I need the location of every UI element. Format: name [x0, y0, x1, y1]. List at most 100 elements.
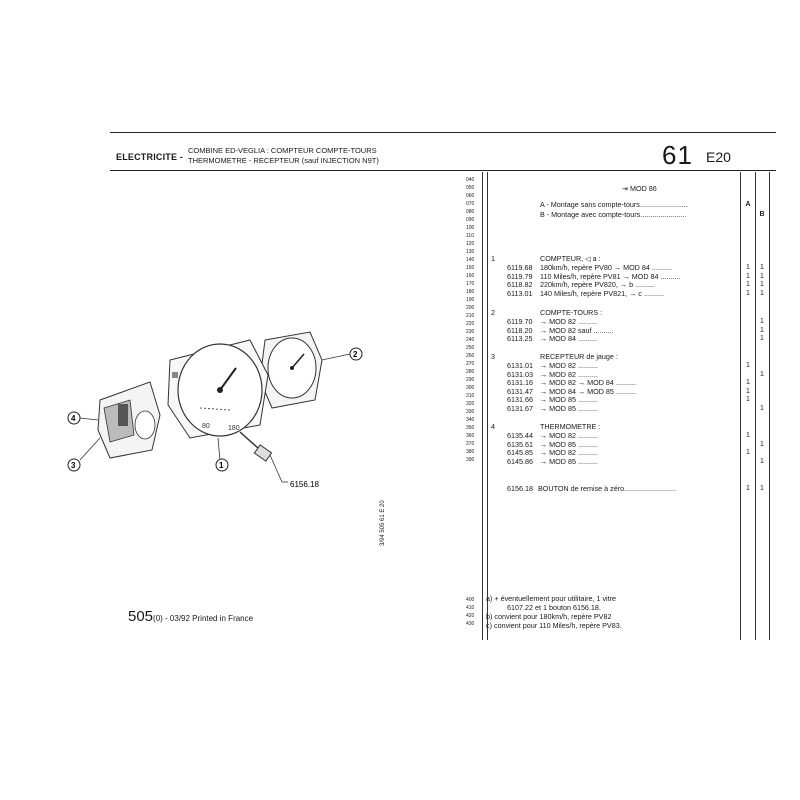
group-title: RECEPTEUR de jauge : — [540, 352, 618, 361]
compteur-body: 80 180 — [167, 339, 269, 439]
part-description: → MOD 85 .......... — [540, 456, 598, 466]
part-number: 6113.01 — [507, 288, 533, 298]
option-a-col: A — [745, 201, 751, 208]
vertical-code: 3/94 505 61 E 20 — [380, 500, 386, 546]
line-number: 220 — [466, 321, 475, 327]
recepteur-body — [97, 381, 161, 459]
line-number: 360 — [466, 433, 475, 439]
leader-1 — [217, 437, 221, 461]
bouton-qty-b: 1 — [760, 485, 764, 492]
qty-b: 1 — [760, 404, 764, 412]
callout-2-label: 2 — [353, 350, 358, 359]
part-description: → MOD 85 .......... — [540, 395, 598, 404]
qty-b: 1 — [760, 289, 764, 297]
part-description: → MOD 82 .......... — [540, 317, 598, 326]
option-a: A - Montage sans compte-tours...........… — [540, 200, 688, 209]
line-number: 120 — [466, 241, 475, 247]
part-description: → MOD 82 .......... — [540, 369, 598, 379]
group-title: THERMOMETRE : — [540, 422, 601, 431]
part-number: 6131.66 — [507, 395, 533, 404]
part-description: 140 Miles/h, repère PV821, → c .........… — [540, 288, 664, 298]
qty-b: 1 — [760, 370, 764, 378]
footer-model: 505 — [128, 608, 154, 625]
line-number: 050 — [466, 185, 475, 191]
top-rule — [110, 132, 776, 133]
col-rule-num-2 — [487, 172, 488, 640]
part-number: 6113.25 — [507, 334, 533, 343]
line-number: 390 — [466, 457, 475, 463]
svg-text:80: 80 — [202, 423, 210, 430]
qty-b: 1 — [760, 440, 764, 448]
page-number: 61 — [662, 140, 693, 170]
qty-a: 1 — [746, 379, 750, 386]
part-description: → MOD 82 .......... — [540, 448, 598, 457]
line-number: 260 — [466, 353, 475, 359]
part-number: 6119.70 — [507, 317, 533, 326]
qty-a: 1 — [746, 289, 750, 297]
line-number: 270 — [466, 361, 475, 367]
note-b: b) convient pour 180km/h, repère PV82 — [486, 612, 612, 621]
line-number: 380 — [466, 449, 475, 455]
callout-3 — [67, 458, 81, 472]
line-number: 070 — [466, 201, 475, 207]
note-c: c) convient pour 110 Miles/h, repère PV8… — [486, 621, 622, 630]
line-number: 290 — [466, 377, 475, 383]
bouton-desc: BOUTON de remise à zéro.................… — [538, 484, 677, 493]
callout-4-label: 4 — [71, 414, 76, 423]
line-number: 350 — [466, 425, 475, 431]
line-number: 130 — [466, 249, 475, 255]
line-number: 210 — [466, 313, 475, 319]
title-line-1: COMBINE ED-VEGLIA : COMPTEUR COMPTE-TOUR… — [188, 146, 377, 155]
line-number: 340 — [466, 417, 475, 423]
group-ref: 1 — [491, 254, 495, 263]
part-description: → MOD 82 .......... — [540, 361, 598, 370]
section-label: ELECTRICITE - — [116, 152, 184, 162]
callout-1-label: 1 — [219, 461, 224, 470]
part-number: 6131.01 — [507, 361, 533, 370]
line-number: 170 — [466, 281, 475, 287]
part-number: 6145.86 — [507, 456, 533, 466]
line-number: 280 — [466, 369, 475, 375]
callout-1 — [215, 458, 229, 472]
header-rule — [110, 170, 776, 171]
line-number: 180 — [466, 289, 475, 295]
part-number: 6131.03 — [507, 369, 533, 379]
qty-b: 1 — [760, 335, 764, 342]
line-number: 080 — [466, 209, 475, 215]
part-description: → MOD 84 → MOD 85 .......... — [540, 386, 636, 396]
part-number: 6119.68 — [507, 263, 533, 272]
qty-b: 1 — [760, 264, 764, 271]
part-number: 6131.16 — [507, 378, 533, 387]
note-a-cont: 6107.22 et 1 bouton 6156.18. — [507, 603, 601, 612]
line-number: 370 — [466, 441, 475, 447]
part-description: → MOD 82 .......... — [540, 431, 598, 440]
leader-2 — [321, 353, 351, 361]
group-title: COMPTE-TOURS : — [540, 308, 603, 317]
qty-b: 1 — [760, 272, 764, 280]
qty-a: 1 — [746, 362, 750, 369]
part-description: 110 Miles/h, repère PV81 → MOD 84 ......… — [540, 271, 681, 281]
qty-a: 1 — [746, 387, 750, 395]
line-number: 160 — [466, 273, 475, 279]
line-number: 320 — [466, 401, 475, 407]
part-description: → MOD 85 .......... — [540, 403, 598, 413]
line-number: 200 — [466, 305, 475, 311]
compte-tours-body — [259, 331, 323, 409]
note-a: a) + éventuellement pour utilitaire, 1 v… — [486, 594, 617, 603]
footer-suffix: (0) - 03/92 Printed in France — [153, 614, 254, 623]
line-number: 150 — [466, 265, 475, 271]
part-description: 180km/h, repère PV80 → MOD 84 .......... — [540, 263, 672, 272]
option-b: B - Montage avec compte-tours...........… — [540, 210, 687, 219]
col-rule-end — [769, 172, 770, 640]
col-rule-b — [755, 172, 756, 640]
callout-3-label: 3 — [71, 461, 76, 470]
footer: 505(0) - 03/92 Printed in France — [128, 608, 253, 625]
line-number: 250 — [466, 345, 475, 351]
leader-4 — [79, 417, 99, 421]
part-number: 6135.61 — [507, 439, 533, 449]
part-ref-label: 6156.18 — [290, 480, 319, 489]
line-number: 330 — [466, 409, 475, 415]
part-description: → MOD 82 sauf .......... — [540, 325, 614, 335]
